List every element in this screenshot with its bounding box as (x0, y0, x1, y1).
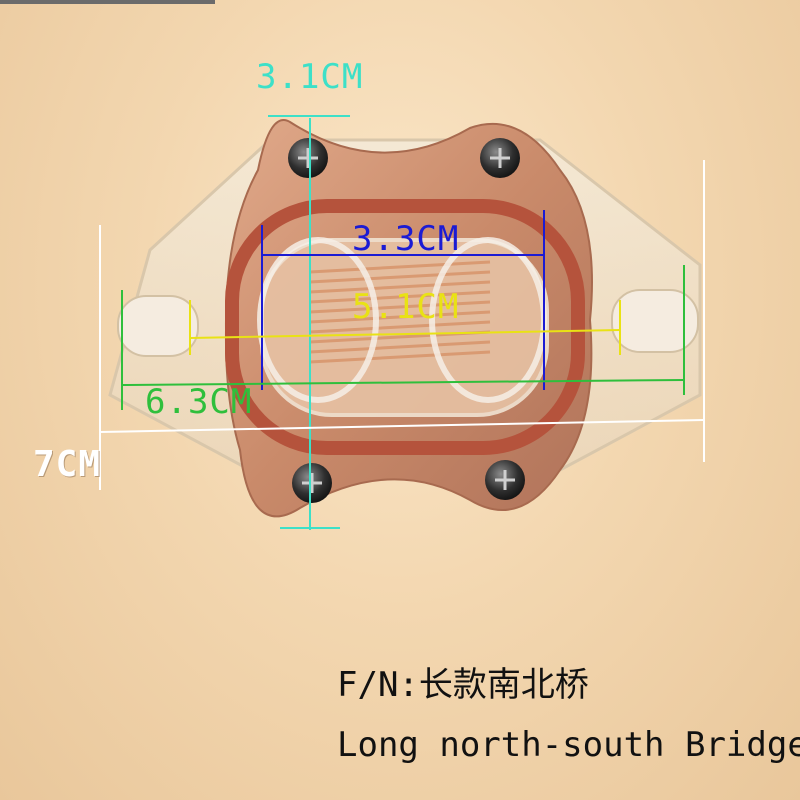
screw-bottom-left-icon (292, 463, 332, 503)
left-barb (117, 295, 199, 357)
dimension-label-3-3cm: 3.3CM (352, 219, 460, 259)
dimension-label-7cm: 7CM (33, 444, 102, 485)
cooling-fins (309, 260, 491, 364)
dimension-51-line (189, 300, 621, 355)
top-strip (0, 0, 215, 4)
dimension-7-line (99, 160, 705, 490)
dimension-63-line (121, 265, 685, 410)
gasket-ring (225, 199, 585, 455)
right-barb (611, 289, 699, 353)
screw-top-right-icon (480, 138, 520, 178)
left-port-ring (257, 237, 379, 403)
screw-top-left-icon (288, 138, 328, 178)
dimension-31-line (268, 115, 350, 530)
dimension-33-line (261, 210, 545, 390)
dimension-label-5-1cm: 5.1CM (352, 287, 460, 327)
dimension-label-6-3cm: 6.3CM (145, 382, 253, 422)
dimension-label-3-1cm: 3.1CM (256, 57, 364, 97)
screw-bottom-right-icon (485, 460, 525, 500)
caption-line-1: F/N:长款南北桥 (337, 665, 589, 705)
caption-line-2: Long north-south Bridge (337, 725, 800, 765)
